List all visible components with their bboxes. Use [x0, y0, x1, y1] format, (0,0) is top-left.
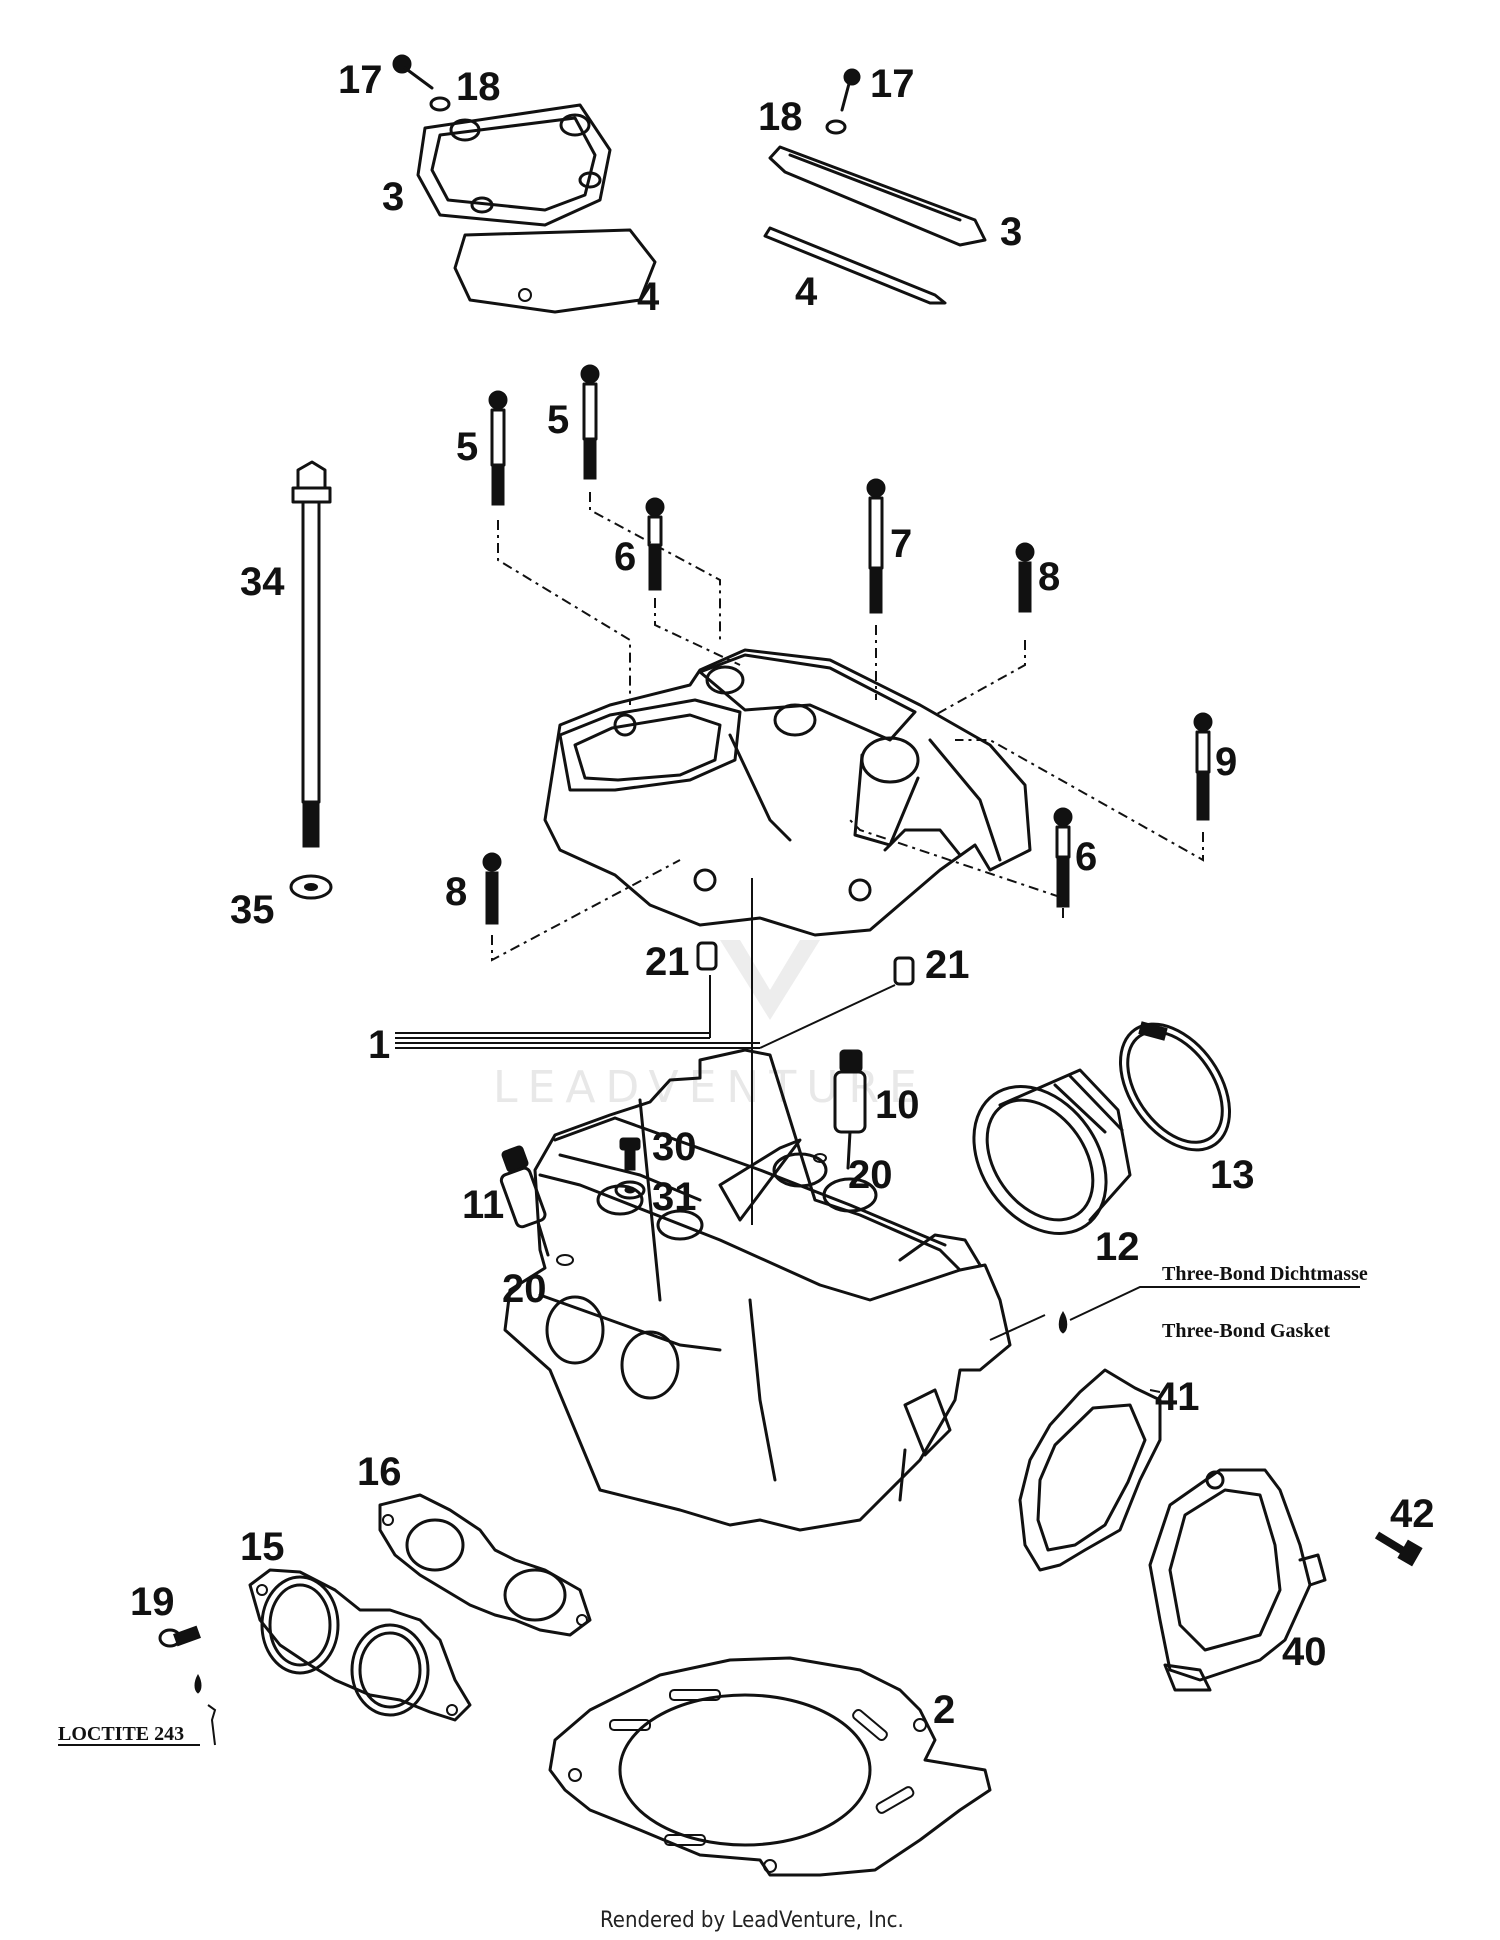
- callout-40: 40: [1282, 1630, 1327, 1674]
- callout-1: 1: [368, 1023, 390, 1067]
- callout-34: 34: [240, 560, 285, 604]
- bolt-5-right: [580, 364, 600, 480]
- loctite-note: LOCTITE 243: [58, 1723, 184, 1745]
- assembly-lines: [491, 492, 1204, 962]
- callout-4-right: 4: [795, 270, 818, 314]
- callout-9: 9: [1215, 740, 1237, 784]
- screw-30: [619, 1137, 641, 1171]
- callout-20-left: 20: [502, 1267, 547, 1311]
- callout-8-upper: 8: [1038, 555, 1060, 599]
- callout-41: 41: [1155, 1375, 1200, 1419]
- callout-4-left: 4: [637, 275, 660, 319]
- callout-21-right: 21: [925, 943, 970, 987]
- three-bond-note-en: Three-Bond Gasket: [1162, 1320, 1330, 1342]
- valve-11: [499, 1145, 550, 1257]
- washer-18-right: [825, 119, 847, 135]
- screw-17-left: [392, 54, 434, 90]
- callout-42: 42: [1390, 1492, 1435, 1536]
- sealant-drop-icon: [1058, 1311, 1068, 1334]
- camshaft-carrier: [543, 648, 1032, 937]
- callout-5-right: 5: [547, 398, 569, 442]
- head-gasket-2: [548, 1656, 992, 1877]
- washer-31: [614, 1180, 646, 1200]
- dowel-21-left: [696, 941, 718, 971]
- bolt-5-left: [488, 390, 508, 506]
- callout-2: 2: [933, 1688, 955, 1732]
- cylinder-head: [503, 1048, 1012, 1532]
- callout-8-lower: 8: [445, 870, 467, 914]
- callout-12: 12: [1095, 1225, 1140, 1269]
- three-bond-note-de: Three-Bond Dichtmasse: [1162, 1263, 1368, 1285]
- bolt-6-left: [645, 497, 665, 591]
- intake-boot-12: [972, 1068, 1132, 1235]
- callout-6-upper: 6: [614, 535, 636, 579]
- callout-20-right: 20: [848, 1153, 893, 1197]
- washer-18-left: [429, 96, 451, 112]
- screw-42: [1374, 1531, 1423, 1567]
- screw-19: [158, 1625, 201, 1648]
- exhaust-flange-15: [248, 1568, 472, 1722]
- valve-cover-left: [416, 103, 612, 227]
- bolt-8-bottom: [482, 852, 502, 925]
- three-bond-leader-head: [989, 1314, 1046, 1341]
- callout-labels: 17 18 3 4 17 18 3 4 5 5 6 7 8 34 9 6 8 3…: [130, 58, 1435, 1732]
- washer-31-hole: [624, 1186, 636, 1194]
- three-bond-leader: [1069, 1286, 1160, 1321]
- valve-10: [833, 1049, 867, 1170]
- callout-21-left: 21: [645, 940, 690, 984]
- callout-3-left: 3: [382, 175, 404, 219]
- valve-cover-right: [768, 145, 987, 247]
- callout-19: 19: [130, 1580, 175, 1624]
- bolt-7: [866, 478, 886, 614]
- bolt-8-top: [1015, 542, 1035, 613]
- leader-41: [1149, 1389, 1161, 1393]
- callout-3-right: 3: [1000, 210, 1022, 254]
- loctite-drop-icon: [194, 1673, 202, 1694]
- callout-15: 15: [240, 1525, 285, 1569]
- callout-17-left: 17: [338, 58, 383, 102]
- footer-credit: Rendered by LeadVenture, Inc.: [600, 1908, 904, 1933]
- callout-18-left: 18: [456, 65, 501, 109]
- valve-cover-gasket-left: [453, 228, 657, 314]
- callout-7: 7: [890, 522, 912, 566]
- loctite-leader: [207, 1704, 217, 1746]
- callout-6-lower: 6: [1075, 835, 1097, 879]
- leadventure-watermark: LEADVENTURE: [493, 940, 917, 1113]
- callout-35: 35: [230, 888, 275, 932]
- screw-17-right: [840, 68, 861, 112]
- callout-11: 11: [462, 1183, 504, 1227]
- callout-18-right: 18: [758, 95, 803, 139]
- callout-17-right: 17: [870, 62, 915, 106]
- callout-31: 31: [652, 1175, 697, 1219]
- o-ring-20-left: [556, 1254, 574, 1266]
- dowel-21-right: [893, 956, 915, 986]
- gasket-41: [1018, 1368, 1162, 1572]
- callout-16: 16: [357, 1450, 402, 1494]
- callout-13: 13: [1210, 1153, 1255, 1197]
- callout-5-left: 5: [456, 425, 478, 469]
- hose-clamp-13: [1118, 1021, 1232, 1152]
- callout-30: 30: [652, 1125, 697, 1169]
- cover-40: [1148, 1468, 1327, 1692]
- bolt-6-right: [1053, 807, 1073, 908]
- o-ring-20-right: [813, 1153, 827, 1163]
- valve-cover-gasket-right: [763, 226, 947, 305]
- washer-35: [289, 874, 333, 900]
- washer-35-hole: [304, 883, 318, 891]
- assembly-bracket-1: [395, 878, 896, 1225]
- callout-10: 10: [875, 1083, 920, 1127]
- long-bolt-34: [291, 460, 332, 848]
- bolt-9: [1193, 712, 1213, 821]
- exhaust-gasket-16: [378, 1493, 592, 1637]
